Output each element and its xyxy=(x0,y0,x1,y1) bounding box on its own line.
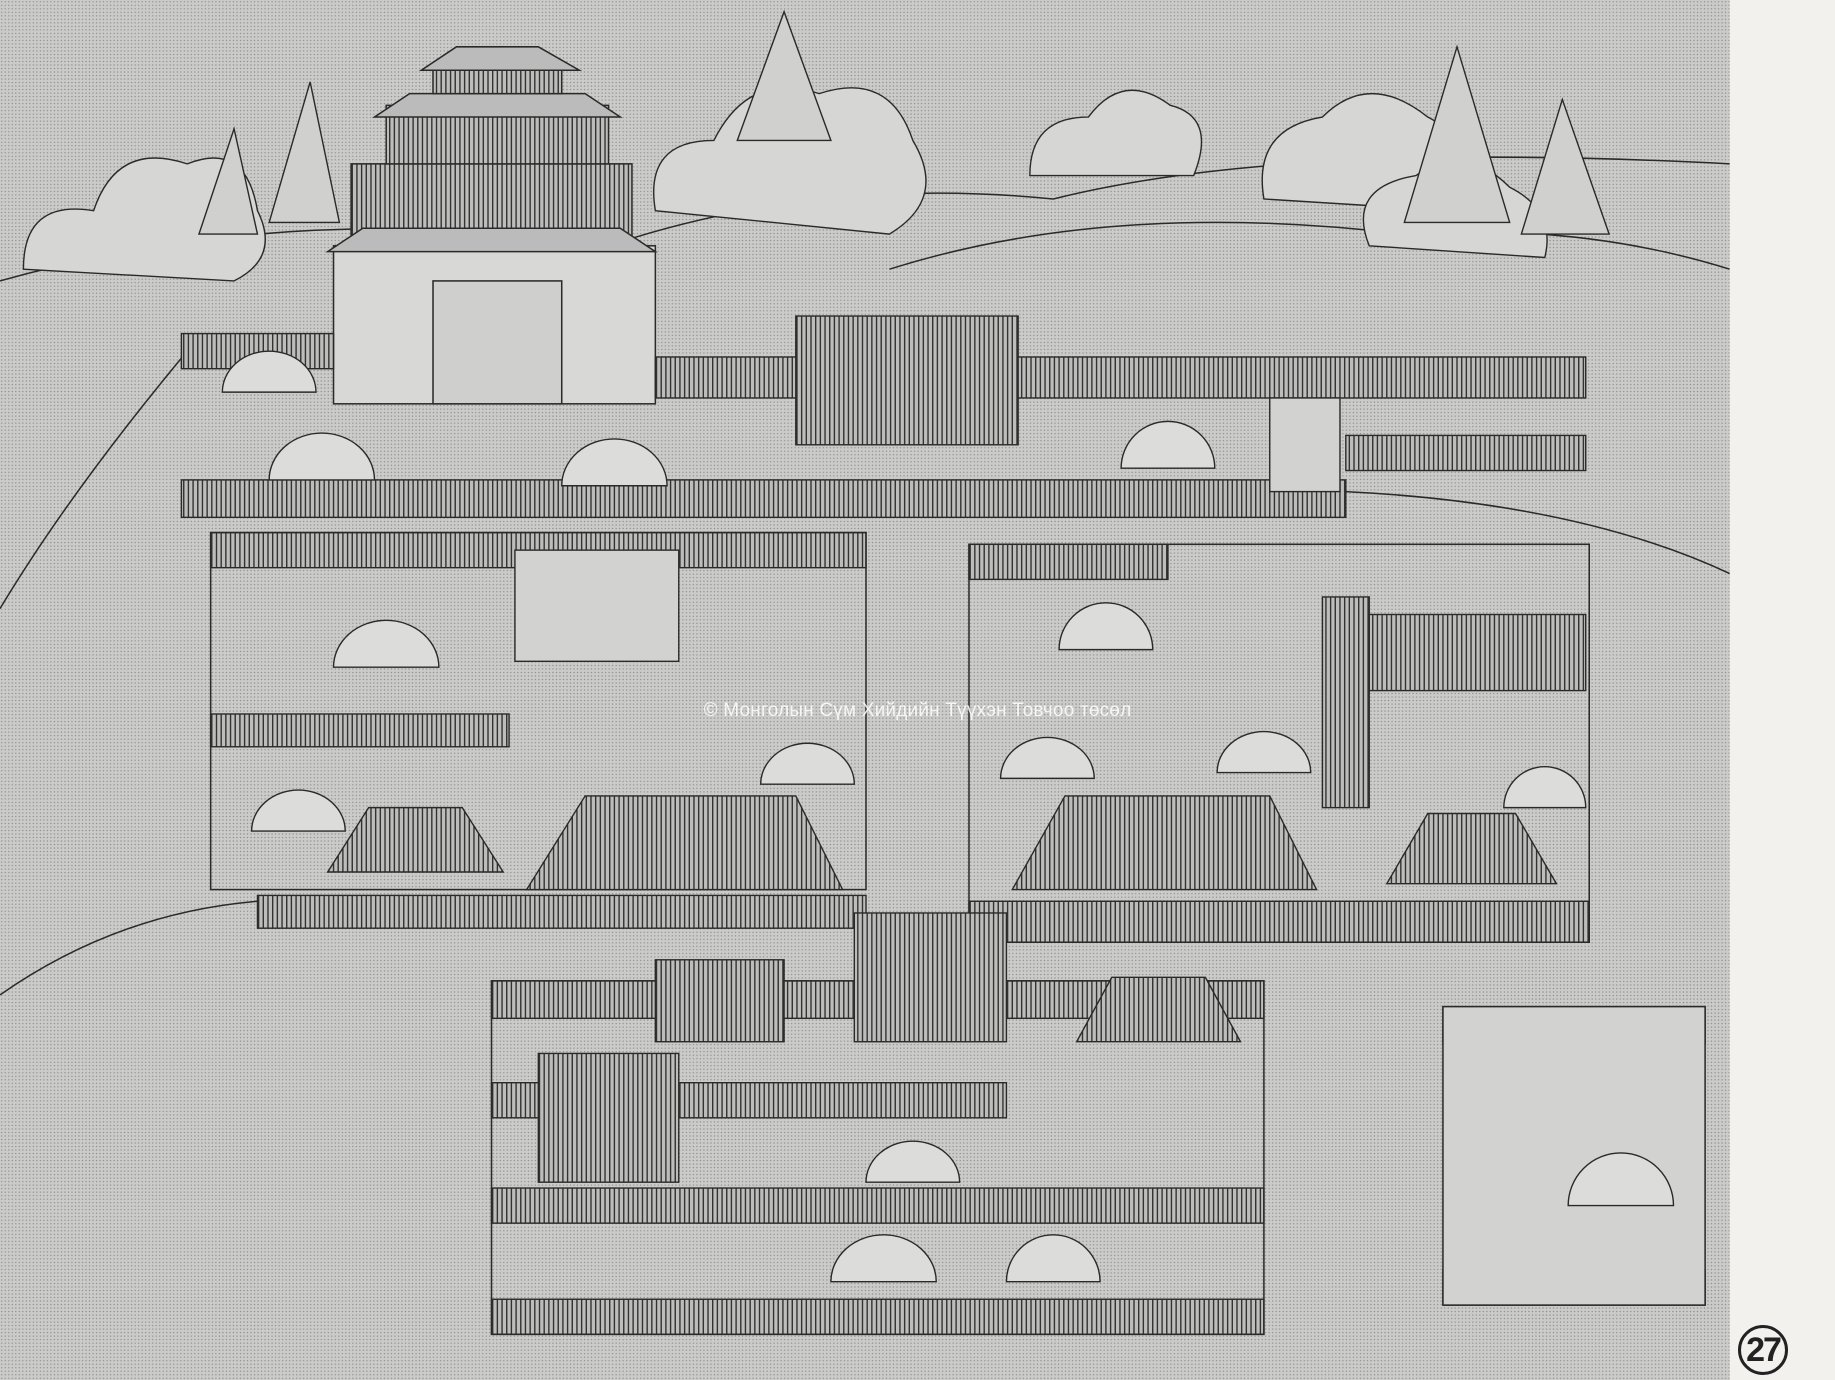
trees xyxy=(197,9,1611,235)
halls xyxy=(326,315,1587,1183)
compounds xyxy=(209,531,1706,1336)
gers xyxy=(221,350,1675,1283)
main-temple xyxy=(325,46,658,405)
plate-number-badge: 27 xyxy=(1738,1325,1788,1375)
copyright-watermark: © Монголын Сүм Хийдийн Түүхэн Товчоо төс… xyxy=(703,700,1132,721)
clouds xyxy=(22,87,1548,282)
